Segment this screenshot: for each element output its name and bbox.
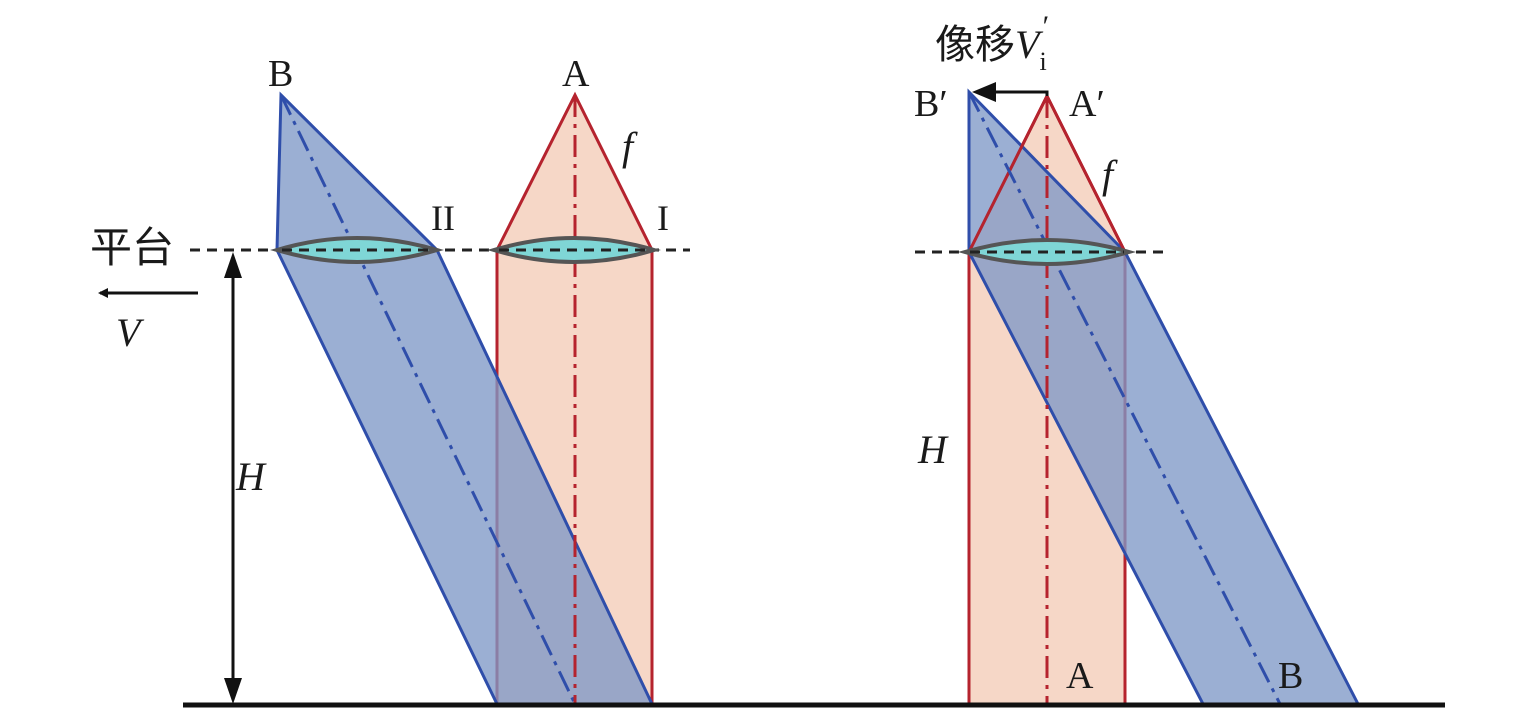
label-platform: 平台: [90, 226, 174, 272]
label-point-a-ground: A: [1066, 655, 1094, 697]
image-motion-arrow: [990, 90, 1049, 96]
label-point-b: B: [268, 53, 293, 95]
label-focal-right: f: [1102, 152, 1118, 197]
label-point-a: A: [562, 53, 590, 95]
blue-axis-left: [279, 94, 577, 705]
label-velocity: V: [116, 310, 145, 355]
label-height: H: [235, 454, 267, 499]
label-point-b-ground: B: [1278, 655, 1303, 697]
label-focal: f: [622, 124, 638, 169]
blue-axis-right: [967, 91, 1282, 705]
label-lens-ii: II: [431, 198, 455, 238]
right-panel: 像移Vi′ B′ A′ f H A B: [914, 10, 1361, 706]
label-height-right: H: [917, 427, 949, 472]
label-point-a-prime: A′: [1069, 83, 1105, 125]
left-panel: B A f II I 平台 V H: [90, 53, 690, 706]
label-lens-i: I: [657, 198, 669, 238]
label-image-motion: 像移Vi′: [935, 10, 1049, 76]
label-point-b-prime: B′: [914, 83, 948, 125]
